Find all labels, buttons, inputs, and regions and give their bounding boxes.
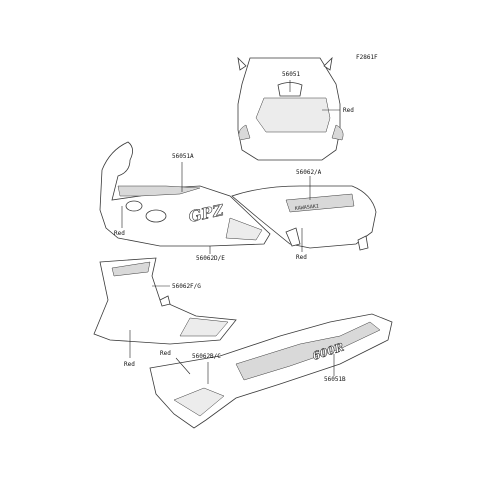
part-label-tail-logo: 56051B bbox=[324, 376, 346, 383]
leader-red-tail bbox=[175, 357, 191, 375]
side-cowl: GPZ bbox=[99, 141, 271, 247]
color-label-lower: Red bbox=[124, 361, 135, 368]
lower-cowl bbox=[93, 257, 237, 345]
color-label-cover: Red bbox=[296, 254, 307, 261]
diagram-code: F2861F bbox=[356, 54, 378, 61]
color-label-upper: Red bbox=[343, 107, 354, 114]
tail-cover: 600R bbox=[149, 313, 393, 429]
color-label-side: Red bbox=[114, 230, 125, 237]
color-label-tail: Red bbox=[160, 350, 171, 357]
part-label-tail-cover: 56062B/C bbox=[192, 353, 221, 360]
part-label-lower-cowl: 56062F/G bbox=[172, 283, 201, 290]
part-label-side-cowl-lower: 56062D/E bbox=[196, 255, 225, 262]
kawasaki-badge: KAWASAKI bbox=[295, 204, 320, 212]
side-cover: KAWASAKI bbox=[231, 185, 377, 251]
upper-cowl bbox=[237, 56, 344, 161]
part-label-upper-cowl: 56051 bbox=[282, 71, 300, 78]
part-label-side-cowl: 56051A bbox=[172, 153, 194, 160]
part-label-side-cover: 56062/A bbox=[296, 169, 322, 176]
